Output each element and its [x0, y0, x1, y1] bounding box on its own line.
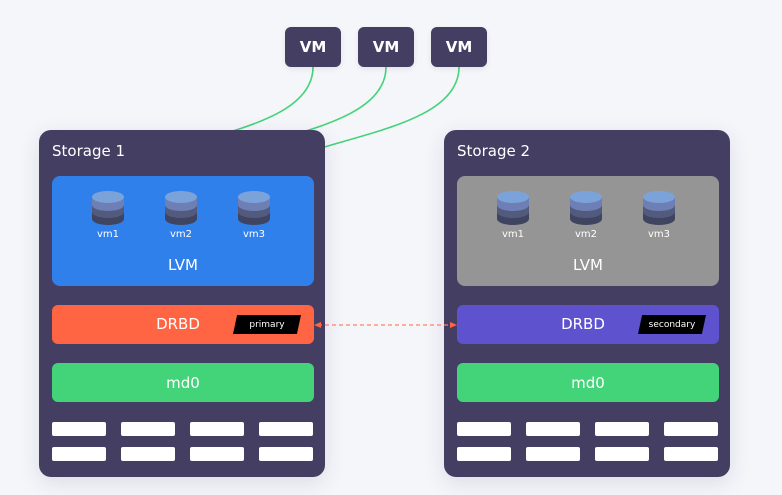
volume-label: vm1	[96, 229, 120, 240]
vm-node-2[interactable]: VM	[358, 27, 414, 67]
drbd-secondary[interactable]: DRBD secondary	[457, 305, 719, 344]
logical-volume-vm3[interactable]: vm3	[234, 190, 274, 240]
logical-volume-vm1[interactable]: vm1	[88, 190, 128, 240]
volume-label: vm2	[169, 229, 193, 240]
vm-node-1[interactable]: VM	[285, 27, 341, 67]
disk-drive[interactable]	[259, 447, 313, 461]
lvm-label: LVM	[168, 256, 198, 274]
lvm-label: LVM	[573, 256, 603, 274]
disk-drive[interactable]	[52, 422, 106, 436]
raid-label: md0	[166, 373, 200, 392]
disk-drive[interactable]	[121, 422, 175, 436]
disk-drive[interactable]	[526, 422, 580, 436]
database-icon	[497, 191, 529, 225]
raid-label: md0	[571, 373, 605, 392]
disk-drive[interactable]	[457, 422, 511, 436]
disk-drive[interactable]	[190, 422, 244, 436]
lvm-volume-group[interactable]: vm1 vm2 vm3 LVM	[52, 176, 314, 286]
role-badge: primary	[233, 315, 301, 334]
storage-node-1[interactable]: Storage 1 vm1 vm2	[39, 130, 325, 477]
storage-node-2[interactable]: Storage 2 vm1 vm2	[444, 130, 730, 477]
logical-volume-vm2[interactable]: vm2	[161, 190, 201, 240]
disk-drive[interactable]	[664, 422, 718, 436]
database-icon	[165, 191, 197, 225]
storage-title: Storage 1	[52, 142, 126, 160]
volume-label: vm1	[501, 229, 525, 240]
role-badge: secondary	[638, 315, 706, 334]
vm-node-label: VM	[299, 38, 327, 56]
drbd-primary[interactable]: DRBD primary	[52, 305, 314, 344]
disk-drive[interactable]	[526, 447, 580, 461]
disk-drive[interactable]	[595, 447, 649, 461]
database-icon	[643, 191, 675, 225]
logical-volume-vm3[interactable]: vm3	[639, 190, 679, 240]
database-icon	[92, 191, 124, 225]
disk-drive[interactable]	[190, 447, 244, 461]
drbd-label: DRBD	[561, 315, 605, 333]
raid-md0[interactable]: md0	[52, 363, 314, 402]
disk-drive[interactable]	[457, 447, 511, 461]
vm-node-3[interactable]: VM	[431, 27, 487, 67]
disk-drive[interactable]	[52, 447, 106, 461]
volume-label: vm3	[647, 229, 671, 240]
vm-node-label: VM	[445, 38, 473, 56]
volume-label: vm2	[574, 229, 598, 240]
vm-node-label: VM	[372, 38, 400, 56]
raid-md0[interactable]: md0	[457, 363, 719, 402]
logical-volume-vm2[interactable]: vm2	[566, 190, 606, 240]
storage-title: Storage 2	[457, 142, 531, 160]
disk-drive[interactable]	[664, 447, 718, 461]
disk-drive[interactable]	[121, 447, 175, 461]
volume-label: vm3	[242, 229, 266, 240]
database-icon	[238, 191, 270, 225]
disk-drive[interactable]	[259, 422, 313, 436]
disk-drive[interactable]	[595, 422, 649, 436]
drbd-label: DRBD	[156, 315, 200, 333]
database-icon	[570, 191, 602, 225]
logical-volume-vm1[interactable]: vm1	[493, 190, 533, 240]
lvm-volume-group[interactable]: vm1 vm2 vm3 LVM	[457, 176, 719, 286]
